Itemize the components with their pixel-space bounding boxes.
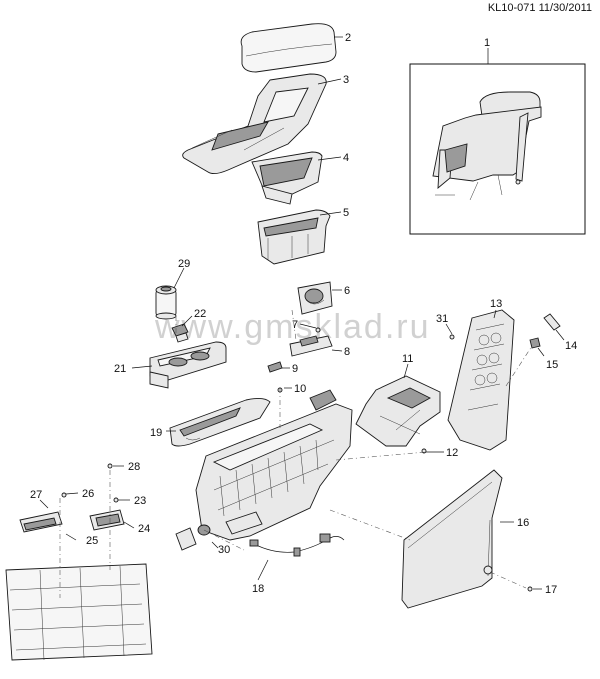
screw-31	[449, 334, 455, 340]
leader-21	[131, 365, 153, 369]
leader-25	[65, 533, 77, 541]
leader-14	[555, 329, 565, 341]
wiring-harness	[249, 533, 345, 557]
clip-9	[267, 361, 283, 373]
lower-tray	[169, 397, 271, 447]
console-assembly	[432, 91, 542, 201]
callout-23: 23	[134, 495, 146, 507]
callout-10: 10	[294, 383, 306, 395]
leader-26	[65, 492, 79, 495]
callout-15: 15	[546, 359, 558, 371]
switch-22	[171, 323, 189, 343]
leader-7	[299, 323, 317, 329]
callout-3: 3	[343, 74, 349, 86]
clip-14	[543, 313, 561, 331]
callout-1: 1	[484, 37, 490, 49]
callout-20: 30	[218, 544, 230, 556]
callout-27: 27	[30, 489, 42, 501]
bracket-30	[175, 524, 211, 551]
callout-14: 14	[565, 340, 577, 352]
leader-8	[331, 349, 343, 352]
callout-18: 18	[252, 583, 264, 595]
diagram-reference: KL10-071 11/30/2011	[487, 2, 592, 14]
console-body	[195, 389, 353, 541]
callout-16: 16	[517, 517, 529, 529]
alignment-line	[203, 529, 245, 551]
cup-holder-mechanism	[297, 281, 333, 315]
leader-11	[403, 363, 409, 379]
console-frame	[355, 375, 441, 447]
floor-pan	[5, 563, 153, 661]
callout-13: 13	[490, 298, 502, 310]
alignment-line	[329, 509, 411, 541]
assembly-inset-box	[409, 63, 586, 235]
callout-11: 11	[402, 353, 413, 365]
retainer-15	[529, 337, 541, 349]
callout-28: 28	[128, 461, 140, 473]
callout-17: 17	[545, 584, 557, 596]
callout-2: 2	[345, 32, 351, 44]
leader-27	[39, 499, 49, 509]
leader-18	[257, 559, 269, 581]
cup-holder-assembly	[149, 341, 227, 389]
callout-7: 7	[292, 319, 298, 331]
power-outlet	[155, 285, 177, 320]
callout-5: 5	[343, 207, 349, 219]
bracket	[289, 335, 333, 357]
alignment-line	[489, 571, 527, 589]
leader-5	[319, 211, 342, 216]
screw-26	[61, 492, 67, 498]
screw-17	[527, 586, 533, 592]
alignment-line	[335, 451, 427, 461]
leader-4	[317, 156, 342, 161]
callout-6: 6	[344, 285, 350, 297]
callout-26: 26	[82, 488, 94, 500]
bracket-25	[19, 511, 63, 533]
bracket-24	[89, 509, 125, 531]
clip-7	[315, 327, 321, 333]
callout-4: 4	[343, 152, 349, 164]
leader-13	[493, 309, 497, 319]
screw-23	[113, 497, 119, 503]
callout-25: 25	[86, 535, 98, 547]
storage-bin-insert	[251, 151, 323, 205]
console-trim-plate	[182, 73, 327, 175]
callout-9: 9	[292, 363, 298, 375]
leader-15	[537, 347, 545, 357]
callout-22: 22	[194, 308, 206, 320]
callout-8: 8	[344, 346, 350, 358]
armrest-lid	[240, 23, 337, 73]
callout-12: 12	[446, 447, 458, 459]
side-panel-rear	[401, 469, 503, 609]
leader-3	[317, 78, 342, 85]
alignment-line	[291, 309, 297, 341]
callout-19: 19	[150, 427, 162, 439]
leader-29	[173, 267, 185, 289]
screw-28	[107, 463, 113, 469]
callout-29: 29	[178, 258, 190, 270]
watermark: www.gmsklad.ru	[155, 308, 431, 346]
callout-21: 21	[114, 363, 126, 375]
alignment-line	[505, 345, 533, 387]
storage-bin-tray	[257, 209, 331, 265]
leader-24	[123, 521, 135, 529]
leader-31	[445, 323, 453, 335]
leader-30	[211, 541, 219, 549]
callout-24: 24	[138, 523, 150, 535]
callout-31: 31	[436, 313, 448, 325]
side-panel-front	[447, 309, 515, 451]
leader-22	[181, 315, 193, 327]
